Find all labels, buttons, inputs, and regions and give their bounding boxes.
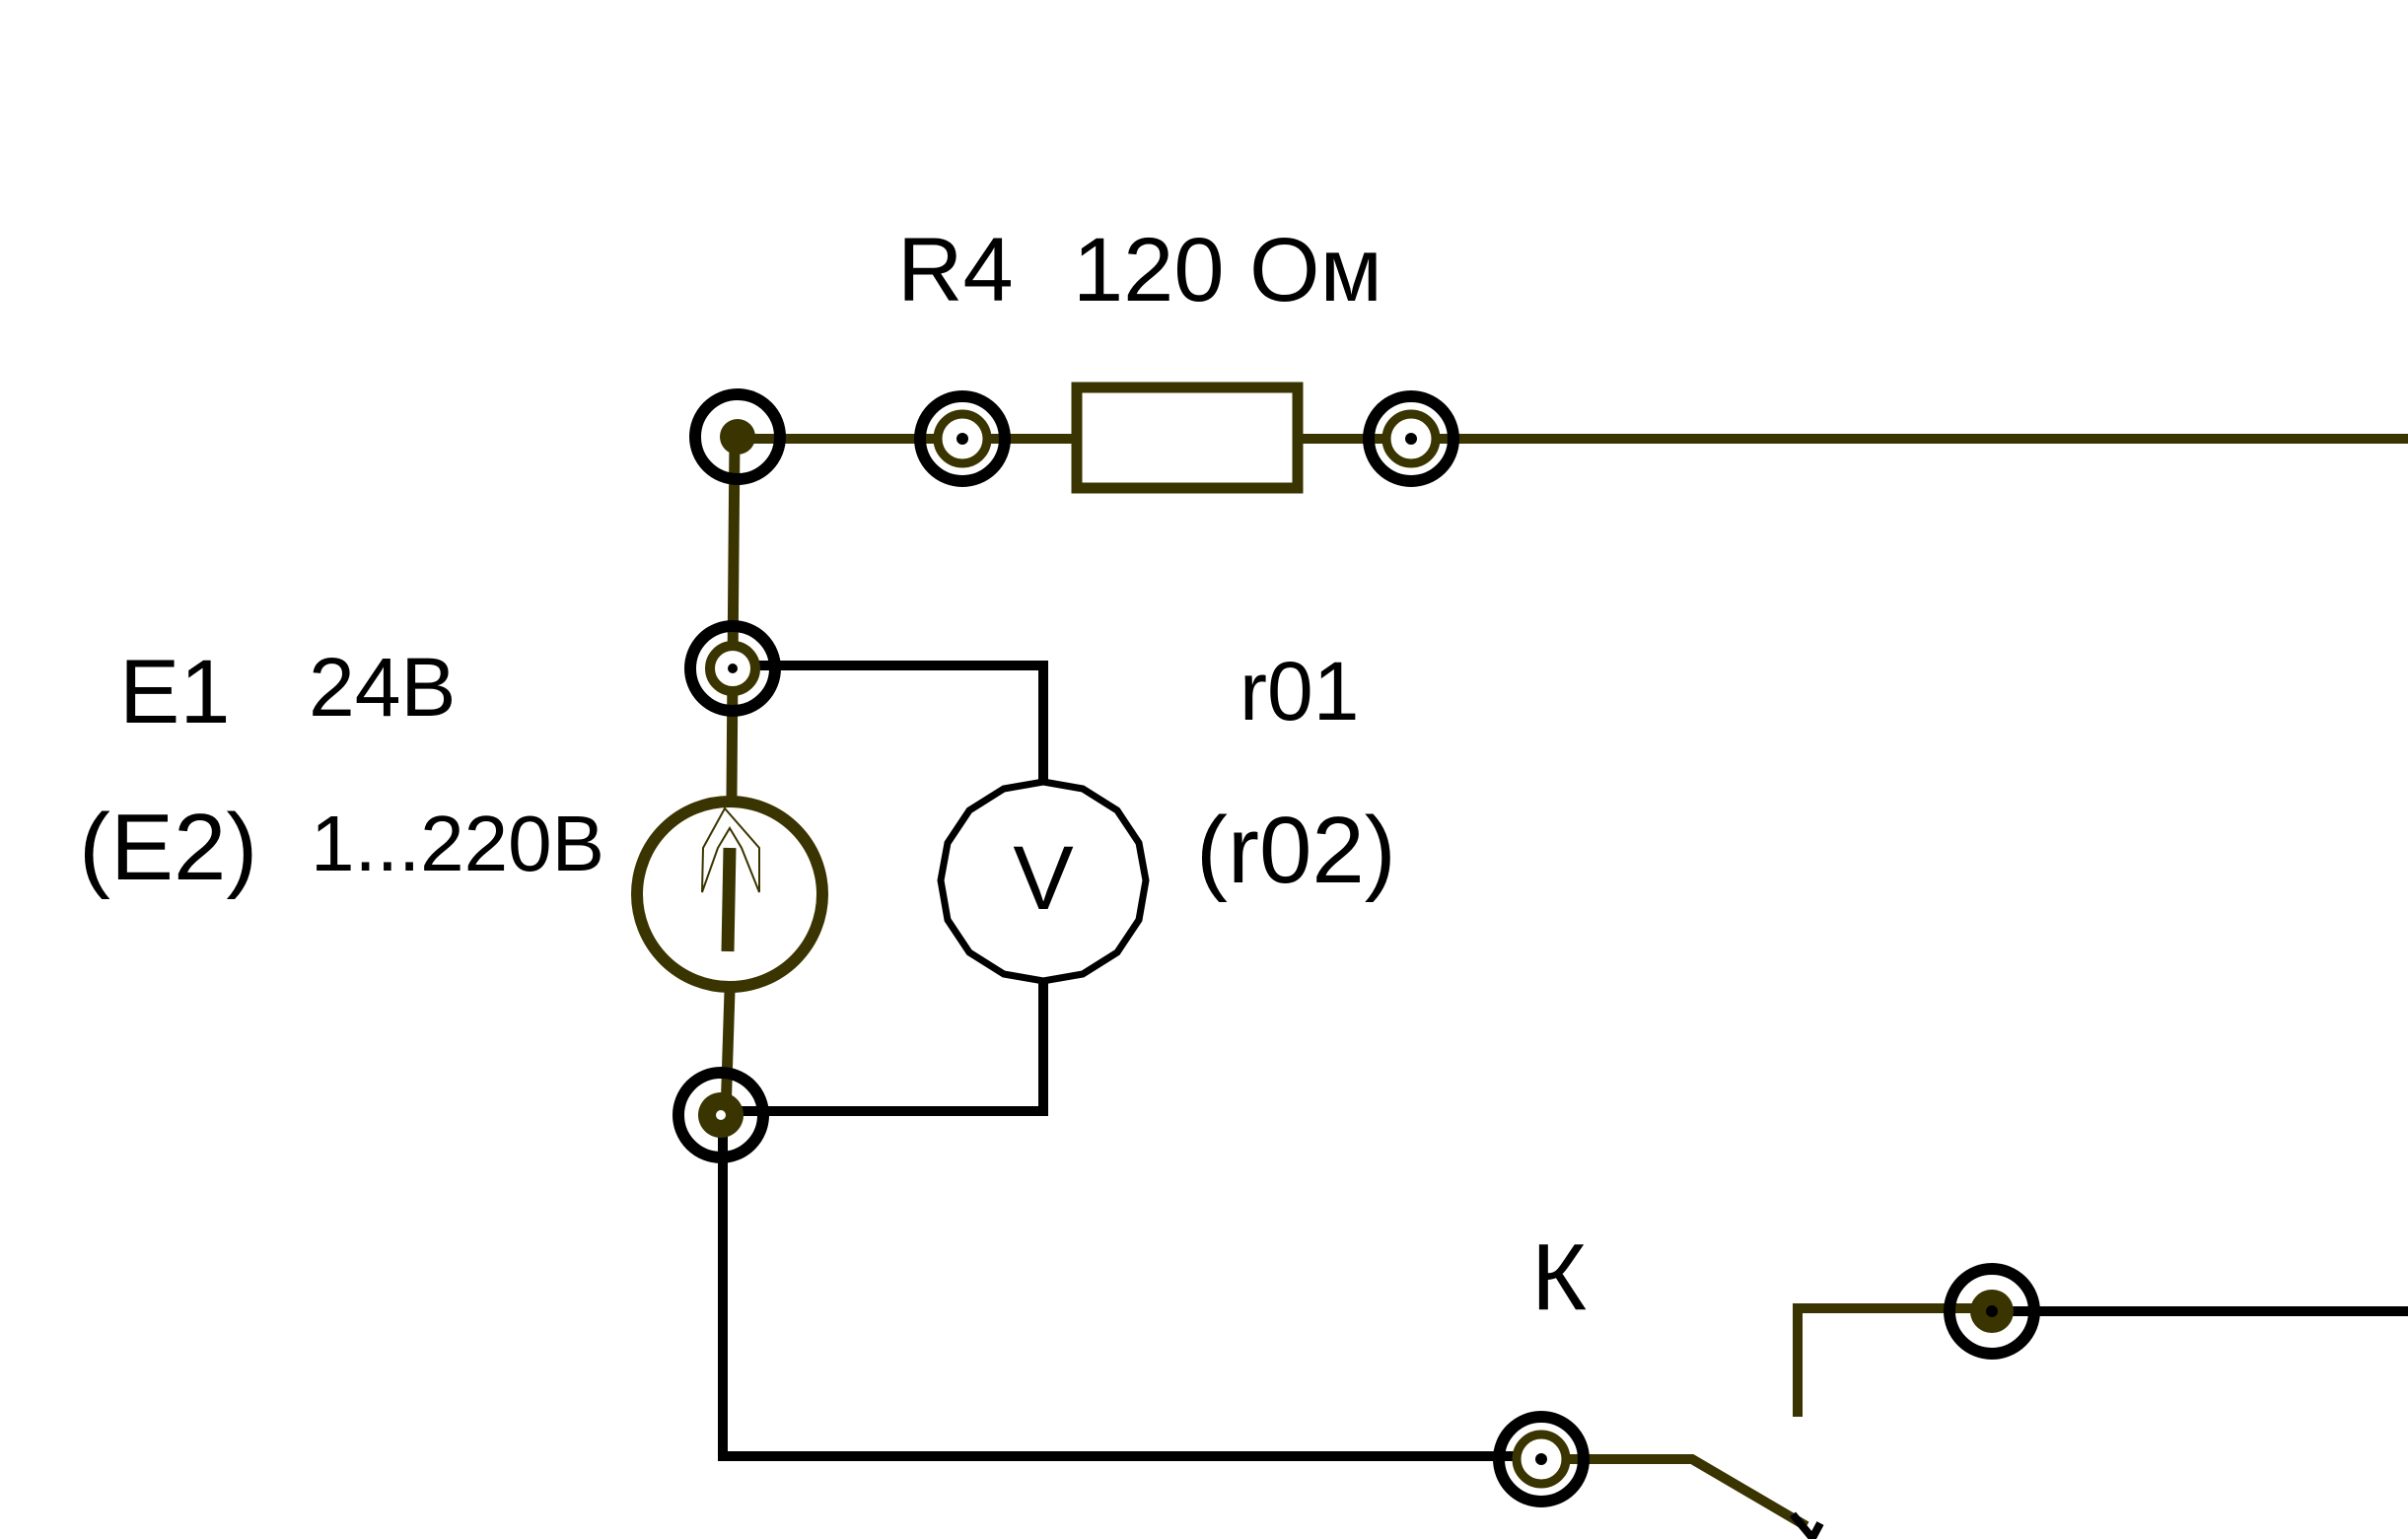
- wire-voltmeter-top: [733, 661, 1048, 784]
- terminal-switch-right: [1944, 1263, 2040, 1360]
- resistor-name-label: R4: [897, 220, 1014, 320]
- terminal-r4-right: [1363, 390, 1459, 487]
- terminal-switch-left: [1493, 1411, 1590, 1507]
- source-arrow-icon: [701, 806, 760, 893]
- switch-contact-wire: [1793, 1303, 1992, 1417]
- voltmeter: V: [937, 778, 1150, 985]
- voltmeter-body: [937, 778, 1150, 985]
- terminal-source-bottom: [673, 1067, 769, 1163]
- internal-resistance-label: r01: [1239, 645, 1359, 737]
- terminal-top-left: [689, 388, 786, 485]
- internal-resistance-alt-label: (r02): [1196, 798, 1396, 903]
- terminal-source-top: [684, 620, 781, 717]
- source-alt-name-label: (E2): [79, 795, 257, 900]
- switch-name-label: К: [1531, 1224, 1587, 1330]
- voltage-source-e1: [631, 796, 828, 993]
- switch-tip: [1789, 1511, 1824, 1539]
- terminal-r4-left: [914, 390, 1011, 487]
- wire-bottom: [718, 1114, 1540, 1461]
- switch-lever: [1540, 1454, 1809, 1531]
- resistor-r4: [1071, 382, 1304, 494]
- voltmeter-symbol: V: [1013, 828, 1073, 929]
- wire-voltmeter-bottom: [723, 981, 1048, 1116]
- terminals: [673, 388, 2040, 1507]
- source-voltage-label: 24В: [309, 641, 456, 734]
- wires: [718, 434, 2408, 1539]
- source-polarity-mark: [721, 847, 737, 952]
- source-alt-voltage-label: 1...220В: [311, 800, 604, 887]
- source-name-label: E1: [119, 642, 231, 742]
- resistor-value-label: 120 Ом: [1073, 220, 1382, 320]
